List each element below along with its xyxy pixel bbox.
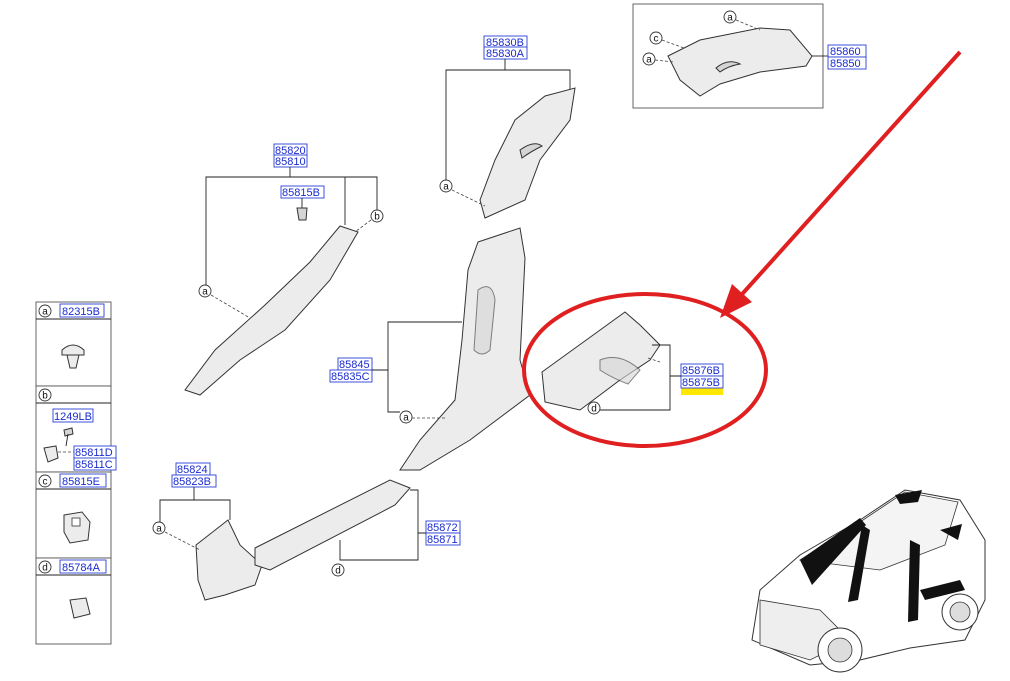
legend-subpart-85811c: 85811C [75,459,113,471]
callout-a: a [727,13,733,24]
callout-a: a [156,524,162,535]
label-85872: 85872 [427,522,458,534]
label-85876b: 85876B [682,365,720,377]
callout-b: b [374,212,380,223]
label-85860: 85860 [830,46,861,58]
legend-subpart-85811d: 85811D [75,447,113,459]
door-sill-scuff: 85872 85871 d [254,479,461,577]
vehicle-illustration [751,489,986,673]
legend-part-a: 82315B [62,306,100,318]
callout-d: d [591,404,597,415]
label-85830a: 85830A [486,48,525,60]
callout-c: c [654,34,659,45]
callout-a: a [403,413,409,424]
label-85810: 85810 [275,156,306,168]
spring-clip-icon [69,597,91,619]
label-85835c: 85835C [331,371,370,383]
kick-panel: 85824 85823B a [152,462,263,601]
b-pillar-lower: 85845 85835C a [329,227,531,471]
legend-part-d: 85784A [62,562,101,574]
label-85820: 85820 [275,145,306,157]
callout-a: a [202,287,208,298]
legend-part-c: 85815E [62,476,100,488]
label-85824: 85824 [177,464,208,476]
retainer-clip-icon [63,511,91,544]
label-85850: 85850 [830,58,861,70]
callout-a: a [443,182,449,193]
callout-a: a [646,55,652,66]
label-85815b: 85815B [282,187,320,199]
label-85830b: 85830B [486,37,524,49]
a-pillar-trim: 85820 85810 85815B b a [184,143,384,396]
rear-sill-trim: 85876B 85875B d [541,311,724,415]
legend-letter-c: c [43,477,48,488]
callout-d: d [335,566,341,577]
legend-panel: a 82315B b 1249LB 85811D 85811C c 85815E [35,301,117,645]
legend-subpart-1249lb: 1249LB [54,411,92,423]
label-85845: 85845 [339,359,370,371]
red-annotation [522,50,962,448]
label-85875b: 85875B [682,377,720,389]
push-clip-icon [61,344,85,369]
label-85823b: 85823B [173,476,211,488]
legend-letter-d: d [42,563,48,574]
legend-letter-a: a [42,307,48,318]
c-pillar-inset: a c a 85860 85850 [632,3,867,109]
screw-and-clip-icon [43,427,74,463]
label-85871: 85871 [427,534,458,546]
b-pillar-upper: 85830B 85830A a [439,35,576,219]
legend-letter-b: b [42,391,48,402]
